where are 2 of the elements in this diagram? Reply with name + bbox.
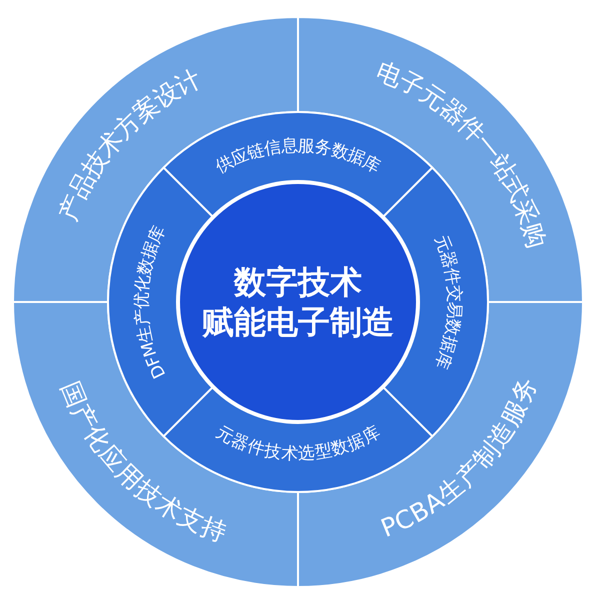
center-circle: 数字技术 赋能电子制造 — [176, 180, 420, 424]
inner-ring-segment: 元器件技术选型数据库 — [162, 386, 434, 493]
